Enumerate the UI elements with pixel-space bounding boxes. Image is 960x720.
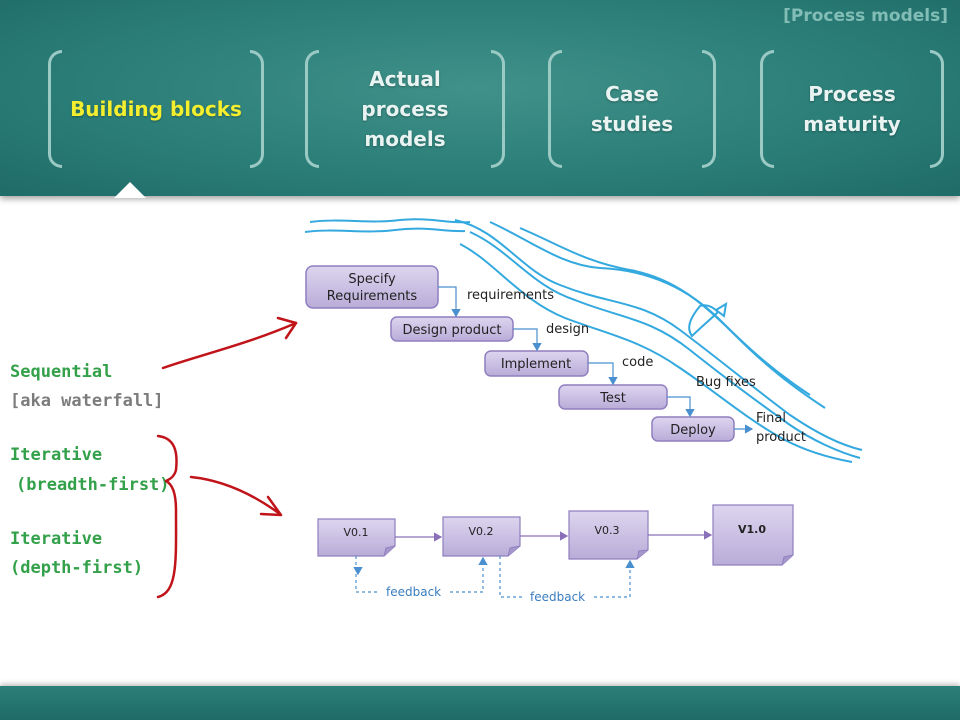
waterfall-steps: Specify Requirements Design product Impl… [305,265,735,442]
label-iterative-depth: Iterative [10,529,103,549]
step-deploy: Deploy [651,416,735,442]
hand-annotations [156,316,298,599]
footer-bar [0,686,960,720]
iterative-arrows [395,530,713,542]
output-label: design [546,322,589,337]
annotation-arrowhead [276,316,298,340]
tab-building-blocks[interactable]: Building blocks [48,50,264,168]
river-wave [459,243,853,463]
tab-label-line2: maturity [803,112,901,136]
tab-label-line1: Building blocks [70,97,242,121]
version-box-v02: V0.2 [442,516,521,557]
feedback-loop-line [499,556,522,598]
step-specify-requirements: Specify Requirements [305,265,439,309]
curly-brace [156,434,178,599]
feedback-label: feedback [530,590,585,604]
version-box-v03: V0.3 [568,510,649,560]
feedback-labels: feedback feedback [386,585,585,604]
waterfall-connectors [438,286,754,434]
tab-bracket-left [760,50,774,168]
step-label: Design product [402,323,501,338]
annotation-arrowhead [259,495,283,517]
connector-arrow [513,328,542,352]
header-bar: [Process models] Building blocks Actual … [0,0,960,198]
label-sequential: Sequential [10,362,113,382]
version-box-v10: V1.0 [712,504,794,566]
river-illustration [304,218,863,463]
output-label: Bug fixes [696,375,756,390]
step-label: Requirements [327,289,418,304]
tab-bracket-left [48,50,62,168]
output-label: Final [756,411,786,426]
connector-arrow [588,362,618,386]
step-label: Test [599,391,626,406]
step-label: Specify [348,272,396,287]
river-wave [309,218,471,224]
feedback-loop-line [594,559,635,598]
annotation-arrow-sequential [161,321,298,370]
version-label: V0.3 [594,524,619,537]
step-design-product: Design product [390,316,514,342]
tab-label-line2: studies [590,112,674,136]
tab-label-line1: Case [605,82,659,106]
river-wave [469,231,861,459]
tab-label: Building blocks [52,94,260,124]
tab-label: Process maturity [785,79,918,139]
output-label: product [756,430,806,445]
tab-process-maturity[interactable]: Process maturity [760,50,944,168]
tab-bracket-left [305,50,319,168]
tab-label-line1: Process [808,82,896,106]
deck-title: [Process models] [783,6,948,26]
feedback-loops [353,556,635,598]
active-tab-pointer [114,182,146,198]
iterative-versions: V0.1 V0.2 V0.3 V1.0 [317,504,794,566]
label-breadth-first: (breadth-first) [16,475,170,495]
feedback-loop-line [355,556,380,593]
tab-label: Case studies [573,79,691,139]
version-label: V0.1 [343,526,368,539]
label-aka-waterfall: [aka waterfall] [10,391,164,411]
feedback-loop-line [450,556,488,593]
step-implement: Implement [484,350,589,377]
tab-actual-process-models[interactable]: Actual process models [305,50,505,168]
label-iterative-breadth: Iterative [10,445,103,465]
annotation-arrow-iterative [189,475,282,516]
label-depth-first: (depth-first) [10,558,144,578]
river-wave [454,219,863,451]
output-label: requirements [467,288,554,303]
waterfall-outputs: requirements design code Bug fixes Final… [467,288,806,445]
connector-arrow [667,396,695,418]
version-label: V1.0 [738,523,766,536]
tab-bracket-left [548,50,562,168]
version-box-v01: V0.1 [317,518,396,557]
tab-label-line1: Actual process [361,67,449,121]
river-wave [304,227,466,233]
fish-icon [688,304,720,338]
step-label: Implement [501,357,571,372]
tab-label-line2: models [364,127,446,151]
tab-case-studies[interactable]: Case studies [548,50,716,168]
step-label: Deploy [670,423,716,438]
connector-arrow [438,286,461,318]
feedback-label: feedback [386,585,441,599]
output-label: code [622,355,653,370]
fish-tail-icon [714,302,728,318]
step-test: Test [558,384,668,410]
river-wave [519,227,826,409]
tab-label: Actual process models [305,64,505,154]
version-label: V0.2 [468,525,493,538]
